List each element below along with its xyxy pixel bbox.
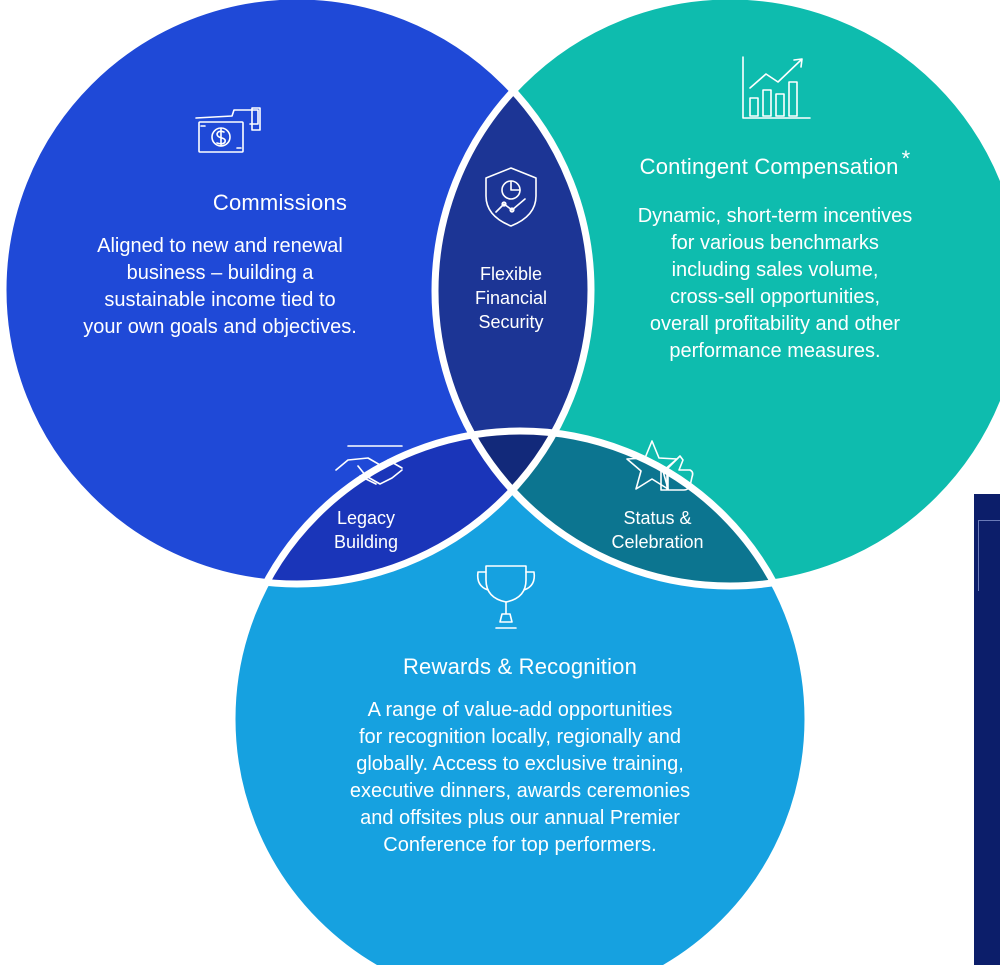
legacy-building-label: Legacy Building — [306, 506, 426, 554]
contingent-title: Contingent Compensation* — [585, 146, 965, 180]
rewards-description: A range of value-add opportunities for r… — [290, 697, 750, 859]
commissions-line: business – building a — [126, 262, 314, 284]
money-in-hand-icon — [195, 107, 261, 153]
rewards-line: globally. Access to exclusive training, — [356, 753, 684, 775]
contingent-line: performance measures. — [669, 340, 881, 362]
rewards-outline — [228, 427, 812, 965]
trophy-icon — [476, 565, 536, 629]
commissions-description: Aligned to new and renewal business – bu… — [40, 233, 400, 341]
rewards-line: executive dinners, awards ceremonies — [349, 780, 691, 802]
flexible-line: Security — [478, 312, 544, 332]
contingent-line: cross-sell opportunities, — [669, 286, 881, 308]
legacy-line: Legacy — [336, 508, 396, 528]
status-line: Celebration — [611, 532, 704, 552]
legacy-line: Building — [333, 532, 399, 552]
rewards-line: for recognition locally, regionally and — [358, 726, 682, 748]
contingent-asterisk: * — [901, 146, 911, 171]
commissions-line: Aligned to new and renewal — [97, 235, 343, 257]
flexible-line: Financial — [474, 288, 548, 308]
contingent-line: overall profitability and other — [649, 313, 901, 335]
commissions-title: Commissions — [212, 190, 348, 215]
flexible-line: Flexible — [479, 264, 543, 284]
shield-chart-icon — [485, 167, 537, 227]
side-panel — [974, 494, 1000, 965]
rewards-line: A range of value-add opportunities — [367, 699, 673, 721]
contingent-description: Dynamic, short-term incentives for vario… — [590, 203, 960, 365]
contingent-line: for various benchmarks — [671, 232, 879, 254]
flexible-financial-security-label: Flexible Financial Security — [446, 262, 576, 334]
contingent-line: including sales volume, — [671, 259, 879, 281]
status-celebration-label: Status & Celebration — [595, 506, 720, 554]
handshake-icon — [335, 445, 403, 485]
commissions-line: your own goals and objectives. — [83, 316, 357, 338]
rewards-line: and offsites plus our annual Premier — [360, 807, 680, 829]
contingent-line: Dynamic, short-term incentives — [637, 205, 913, 227]
contingent-outline — [431, 0, 1000, 590]
commissions-line: sustainable income tied to — [104, 289, 336, 311]
commissions-outline — [0, 0, 595, 588]
rewards-line: Conference for top performers. — [383, 834, 657, 856]
status-line: Status & — [623, 508, 692, 528]
contingent-title-text: Contingent Compensation — [639, 154, 899, 179]
panel-logo-fragment — [978, 520, 1000, 591]
bar-chart-growth-icon — [742, 56, 811, 119]
rewards-title: Rewards & Recognition — [402, 654, 638, 679]
star-thumbs-up-icon — [626, 440, 694, 491]
